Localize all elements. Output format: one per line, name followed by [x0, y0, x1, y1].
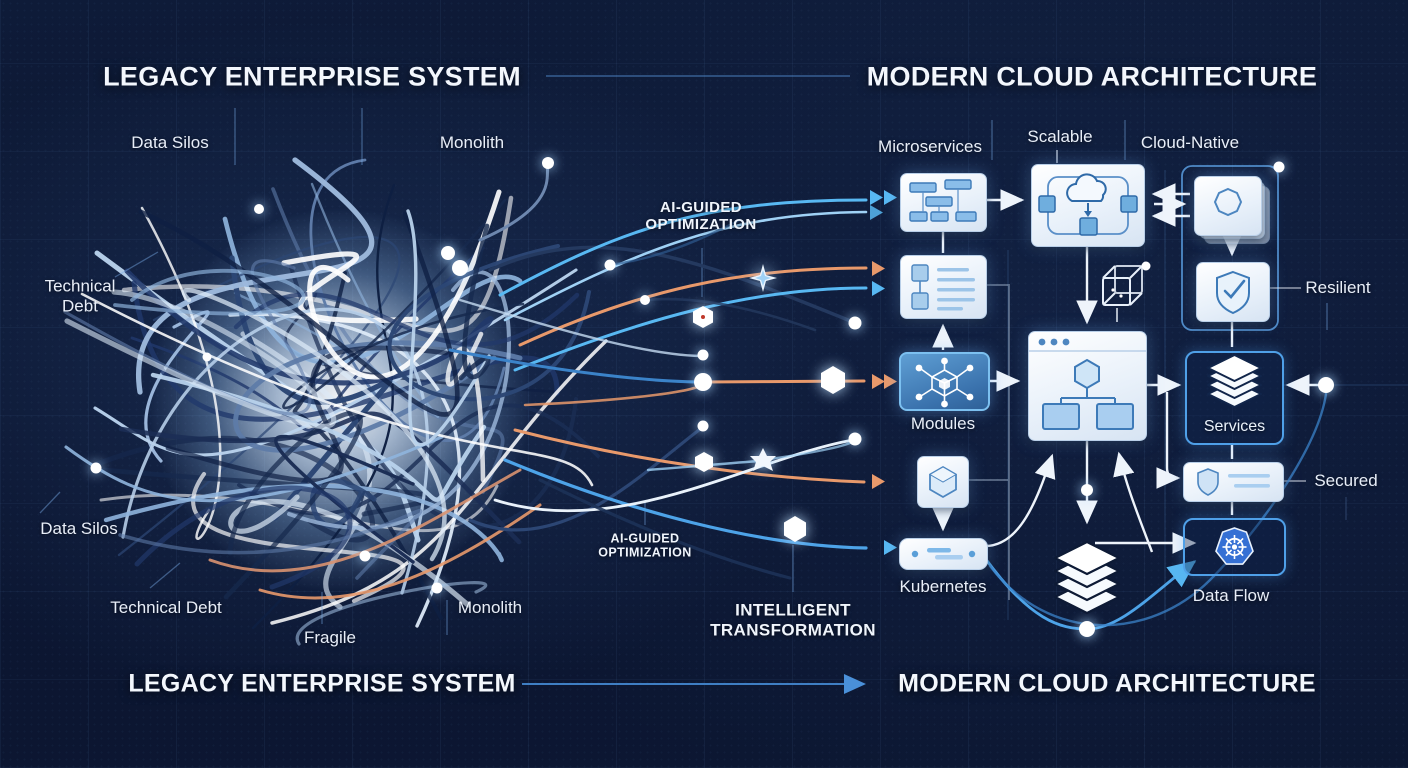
layers-stack-icon — [1053, 540, 1121, 615]
modules-box — [899, 352, 990, 411]
data-flow-box — [1183, 518, 1286, 576]
label-cloud-native: Cloud-Native — [1140, 133, 1240, 153]
network-cube-icon — [915, 357, 974, 408]
config-list-box — [900, 255, 987, 319]
microservices-box — [900, 173, 987, 232]
label-resilient: Resilient — [1305, 278, 1371, 298]
label-data-flow: Data Flow — [1192, 586, 1270, 606]
scalable-box — [1031, 164, 1145, 247]
panel-connectors — [932, 183, 1330, 554]
kubernetes-helm-icon — [1215, 527, 1254, 565]
label-kubernetes: Kubernetes — [899, 577, 987, 597]
label-fragile: Fragile — [304, 628, 356, 648]
label-scalable: Scalable — [1027, 127, 1093, 147]
node-dots — [90, 157, 1334, 637]
hexagon-nodes — [693, 306, 845, 542]
shield-check-icon — [1216, 270, 1250, 315]
shield-document-icon — [1197, 468, 1270, 496]
hexagon-module-box — [917, 456, 969, 508]
label-monolith-top: Monolith — [439, 133, 505, 153]
list-items-icon — [911, 264, 975, 311]
label-technical-debt-left: Technical Debt — [44, 276, 116, 315]
label-intelligent-transformation: INTELLIGENT TRANSFORMATION — [710, 600, 876, 639]
modern-title-bottom: MODERN CLOUD ARCHITECTURE — [898, 669, 1316, 698]
cube-wireframe-icon — [1102, 261, 1151, 306]
label-technical-debt-bottom: Technical Debt — [110, 598, 222, 618]
server-node-icon — [911, 548, 976, 560]
label-data-silos-bottom: Data Silos — [40, 519, 118, 539]
input-chevrons — [870, 190, 897, 555]
cloud-native-cards-box — [1194, 176, 1262, 236]
resilient-shield-box — [1196, 262, 1270, 322]
transformation-strands — [448, 164, 868, 580]
cloud-native-outline — [1181, 165, 1279, 331]
stacked-cards-icon — [1213, 187, 1243, 217]
label-leader-lines — [39, 108, 1347, 635]
block-diagram-icon — [909, 179, 977, 222]
services-label: Services — [1203, 418, 1266, 435]
ai-sparkle-icon — [749, 264, 777, 292]
label-modules: Modules — [910, 414, 976, 434]
legacy-title-top: LEGACY ENTERPRISE SYSTEM — [103, 61, 521, 92]
label-data-silos-top: Data Silos — [131, 133, 209, 153]
services-layers-icon — [1207, 354, 1262, 408]
label-monolith-bottom: Monolith — [457, 598, 523, 618]
modern-title-top: MODERN CLOUD ARCHITECTURE — [866, 61, 1318, 92]
label-ai-guided-bottom: AI-GUIDED OPTIMIZATION — [598, 531, 692, 560]
services-box: Services — [1185, 351, 1284, 445]
browser-window-icon — [1029, 338, 1146, 430]
legacy-title-bottom: LEGACY ENTERPRISE SYSTEM — [128, 669, 516, 698]
kubernetes-box — [899, 538, 988, 570]
label-ai-guided-top: AI-GUIDED OPTIMIZATION — [645, 198, 757, 233]
orchestrator-browser-box — [1028, 331, 1147, 441]
cloud-deploy-icon — [1038, 173, 1138, 236]
secured-box — [1183, 462, 1284, 502]
hexagon-module-icon — [928, 465, 958, 499]
label-secured: Secured — [1314, 471, 1378, 491]
label-microservices: Microservices — [878, 137, 982, 157]
star-node-icon — [750, 448, 776, 471]
